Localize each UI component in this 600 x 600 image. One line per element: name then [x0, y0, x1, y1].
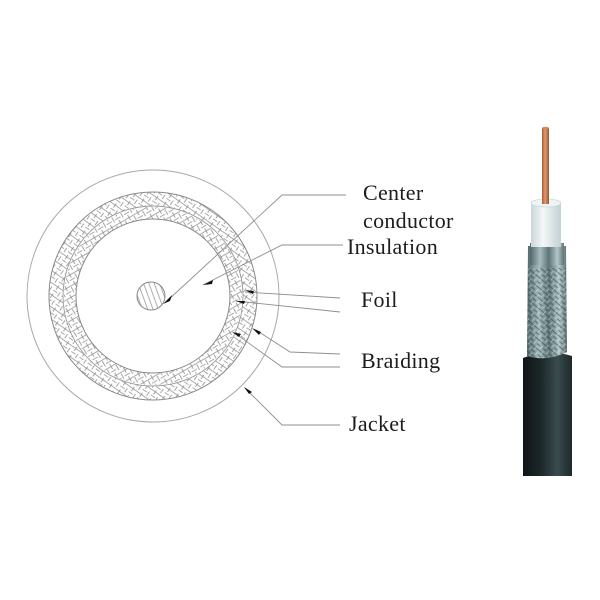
- label-jacket: Jacket: [349, 411, 406, 436]
- label-center: Center: [363, 180, 424, 205]
- arrow-foil-2-icon: [236, 301, 245, 304]
- center-conductor-circle: [136, 281, 166, 311]
- leader-lines: [166, 194, 346, 426]
- insulation-edge: [75, 218, 231, 374]
- cable-insulation: [531, 203, 561, 247]
- leader-foil-2: [235, 300, 341, 313]
- cable-braid-texture: [527, 268, 567, 359]
- braid-divider: [62, 205, 244, 387]
- label-insulation: Insulation: [347, 234, 438, 259]
- arrow-braiding-1-icon: [252, 328, 261, 335]
- label-conductor: conductor: [363, 208, 454, 233]
- arrow-insulation-icon: [203, 280, 213, 285]
- braiding-outer-edge: [48, 191, 258, 401]
- cable-photo: [523, 126, 572, 476]
- leader-foil-1: [244, 291, 341, 299]
- arrow-braiding-2-icon: [232, 332, 241, 337]
- leader-braiding-2: [235, 333, 340, 368]
- label-foil: Foil: [361, 287, 398, 312]
- cable-jacket: [523, 352, 572, 476]
- label-braiding: Braiding: [361, 348, 441, 373]
- leader-jacket: [244, 387, 340, 426]
- cable-copper-conductor: [542, 128, 549, 204]
- arrowheads: [163, 280, 261, 394]
- arrow-jacket-icon: [244, 387, 252, 394]
- leader-braiding-1: [255, 329, 341, 355]
- leader-insulation: [202, 244, 343, 286]
- arrow-center-conductor-icon: [163, 295, 172, 304]
- cable-foil: [530, 243, 564, 265]
- arrow-foil-1-icon: [245, 290, 254, 294]
- leader-center-conductor: [166, 194, 346, 302]
